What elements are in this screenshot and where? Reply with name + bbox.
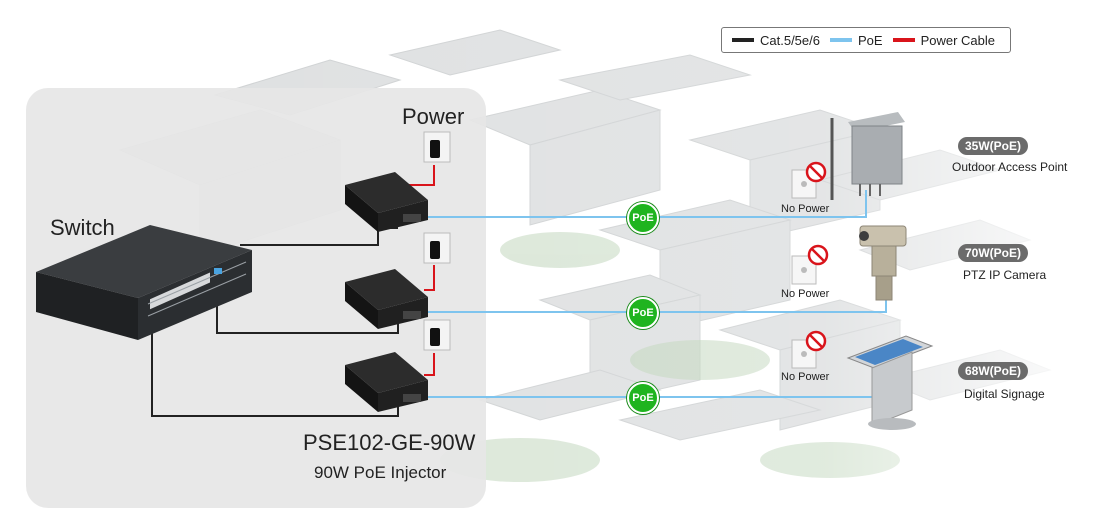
device-name-3: Digital Signage — [964, 387, 1045, 401]
switch-label: Switch — [50, 215, 115, 240]
power-outlet-icon-2 — [423, 232, 451, 264]
no-power-label-3: No Power — [781, 371, 830, 383]
no-sign-icon-2 — [807, 244, 829, 266]
legend-swatch-poe — [830, 38, 852, 42]
power-cable-2 — [424, 265, 435, 291]
no-power-label-1: No Power — [781, 203, 830, 215]
device-power-badge-2: 70W(PoE) — [958, 244, 1028, 262]
poe-bubble-2: PoE — [627, 297, 659, 329]
power-cable-3 — [424, 353, 435, 376]
poe-cable-1 — [420, 190, 867, 218]
legend-item-power-cable: Power Cable — [892, 32, 996, 48]
access-point-icon — [830, 112, 905, 200]
device-power-badge-3: 68W(PoE) — [958, 362, 1028, 380]
poe-injector-icon-3 — [345, 352, 428, 412]
no-power-label-2: No Power — [781, 288, 830, 300]
power-outlet-icon-3 — [423, 319, 451, 351]
ptz-camera-icon — [859, 225, 907, 301]
poe-injector-icon-1 — [345, 172, 428, 232]
digital-signage-icon — [846, 335, 934, 430]
device-name-2: PTZ IP Camera — [963, 268, 1047, 282]
switch-icon — [36, 225, 252, 340]
unused-socket-icon-3 — [791, 339, 817, 369]
legend-swatch-power-cable — [892, 38, 915, 42]
poe-bubble-1: PoE — [627, 202, 659, 234]
poe-bubble-3: PoE — [627, 382, 659, 414]
model-name: PSE102-GE-90W — [303, 430, 476, 455]
no-sign-icon-3 — [805, 330, 827, 352]
ethernet-cable-3 — [151, 320, 399, 417]
legend-label-ethernet: Cat.5/5e/6 — [760, 32, 820, 48]
legend: Cat.5/5e/6 PoE Power Cable — [721, 27, 1011, 53]
poe-injector-icon-2 — [345, 269, 428, 329]
model-description: 90W PoE Injector — [314, 463, 447, 482]
poe-cable-2 — [420, 300, 887, 313]
device-name-1: Outdoor Access Point — [952, 160, 1068, 174]
device-power-badge-1: 35W(PoE) — [958, 137, 1028, 155]
power-outlet-icon-1 — [423, 131, 451, 163]
legend-swatch-ethernet — [732, 38, 754, 42]
legend-item-ethernet: Cat.5/5e/6 — [732, 33, 820, 48]
power-label: Power — [402, 104, 465, 129]
no-sign-icon-1 — [805, 161, 827, 183]
power-cable-1 — [406, 165, 435, 186]
legend-label-power-cable: Power Cable — [920, 32, 996, 48]
ethernet-cable-1 — [240, 227, 398, 246]
legend-label-poe: PoE — [858, 32, 883, 48]
legend-item-poe: PoE — [830, 33, 883, 48]
